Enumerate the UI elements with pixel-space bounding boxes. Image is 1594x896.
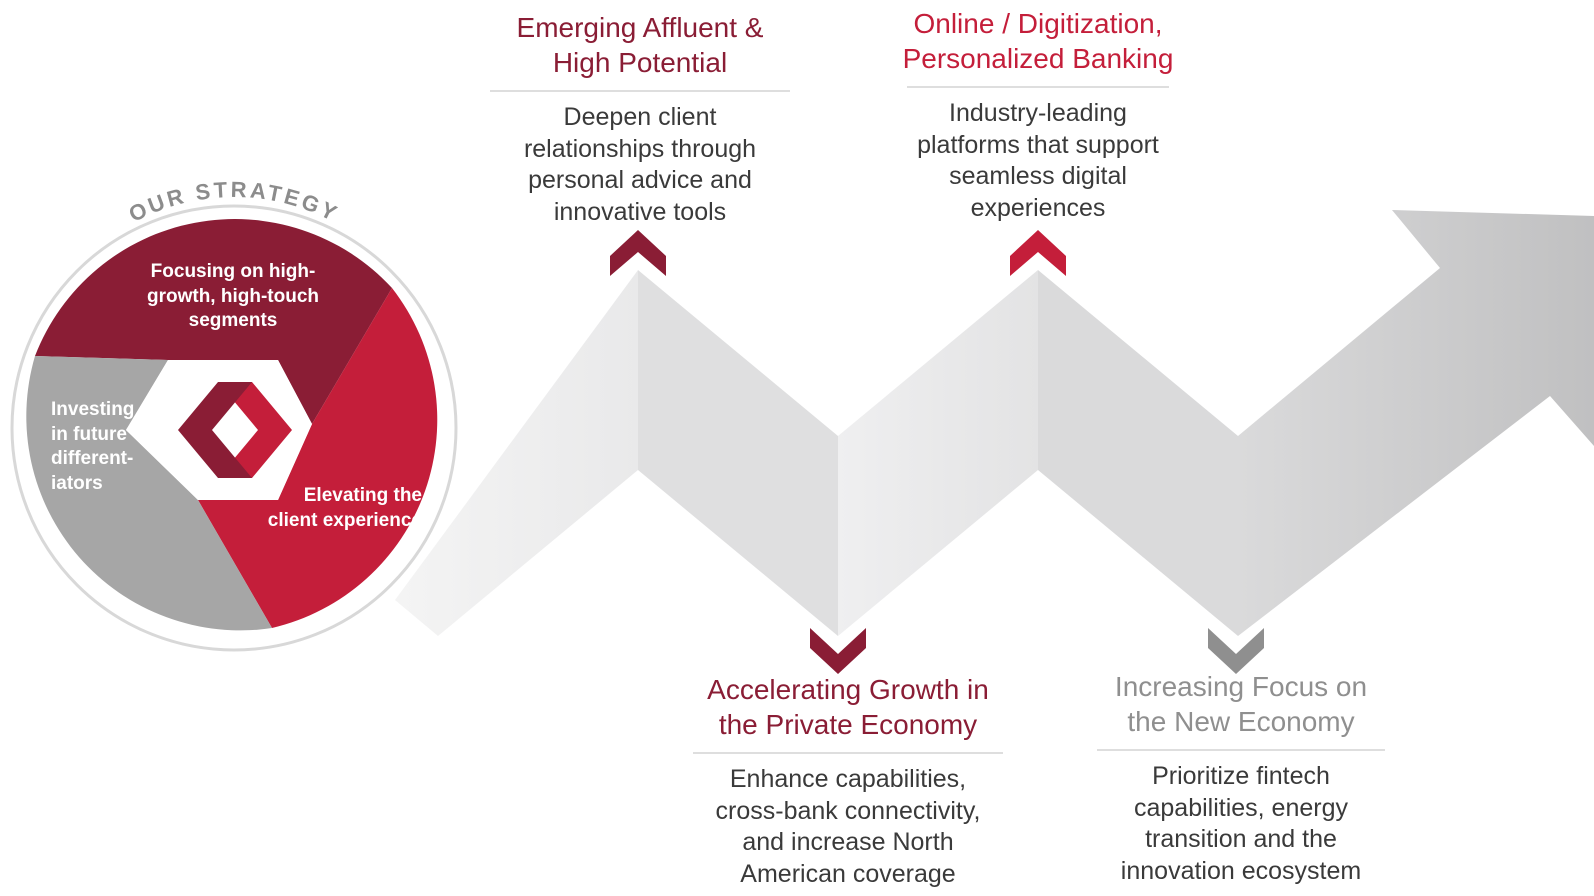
pillar-3-up-chevron [1010, 230, 1066, 276]
arrow-segment-3 [838, 270, 1038, 636]
arrow-segment-1 [395, 270, 638, 636]
pillar-emerging-affluent: Emerging Affluent & High Potential Deepe… [484, 10, 796, 228]
arrow-segment-4 [1038, 270, 1238, 636]
pillar-title: Online / Digitization, Personalized Bank… [902, 8, 1174, 74]
pillar-description: Industry-leading platforms that support … [917, 99, 1159, 222]
pillar-1-up-chevron [610, 230, 666, 276]
arrow-segment-2 [638, 270, 838, 636]
segment-elevating [198, 288, 438, 628]
divider [693, 752, 1003, 754]
segment-investing [26, 356, 273, 631]
pillar-private-economy: Accelerating Growth in the Private Econo… [688, 672, 1008, 890]
divider [907, 86, 1169, 88]
divider [1097, 749, 1385, 751]
pillar-online-digitization: Online / Digitization, Personalized Bank… [880, 6, 1196, 224]
pillar-description: Enhance capabilities, cross-bank connect… [715, 765, 981, 888]
pillar-title: Accelerating Growth in the Private Econo… [707, 674, 989, 740]
pillar-description: Deepen client relationships through pers… [523, 103, 757, 226]
pillar-title: Emerging Affluent & High Potential [516, 12, 764, 78]
segment-label-elevating: Elevating the client experience [267, 485, 422, 531]
pillar-new-economy: Increasing Focus on the New Economy Prio… [1082, 669, 1400, 887]
pillar-description: Prioritize fintech capabilities, energy … [1120, 762, 1362, 885]
divider [490, 90, 790, 92]
pillar-2-down-chevron [810, 628, 866, 674]
pillar-4-down-chevron [1208, 628, 1264, 674]
arrow-head [1238, 210, 1594, 636]
segment-label-focusing: Focusing on high- growth, high-touch seg… [146, 261, 319, 331]
wheel-outer-ring [10, 204, 458, 652]
segment-focusing [35, 219, 392, 424]
zigzag-growth-arrow [395, 210, 1594, 636]
segment-label-investing: Investing in future different- iators [51, 399, 135, 494]
logo-icon [178, 382, 292, 478]
pillar-title: Increasing Focus on the New Economy [1114, 671, 1368, 737]
